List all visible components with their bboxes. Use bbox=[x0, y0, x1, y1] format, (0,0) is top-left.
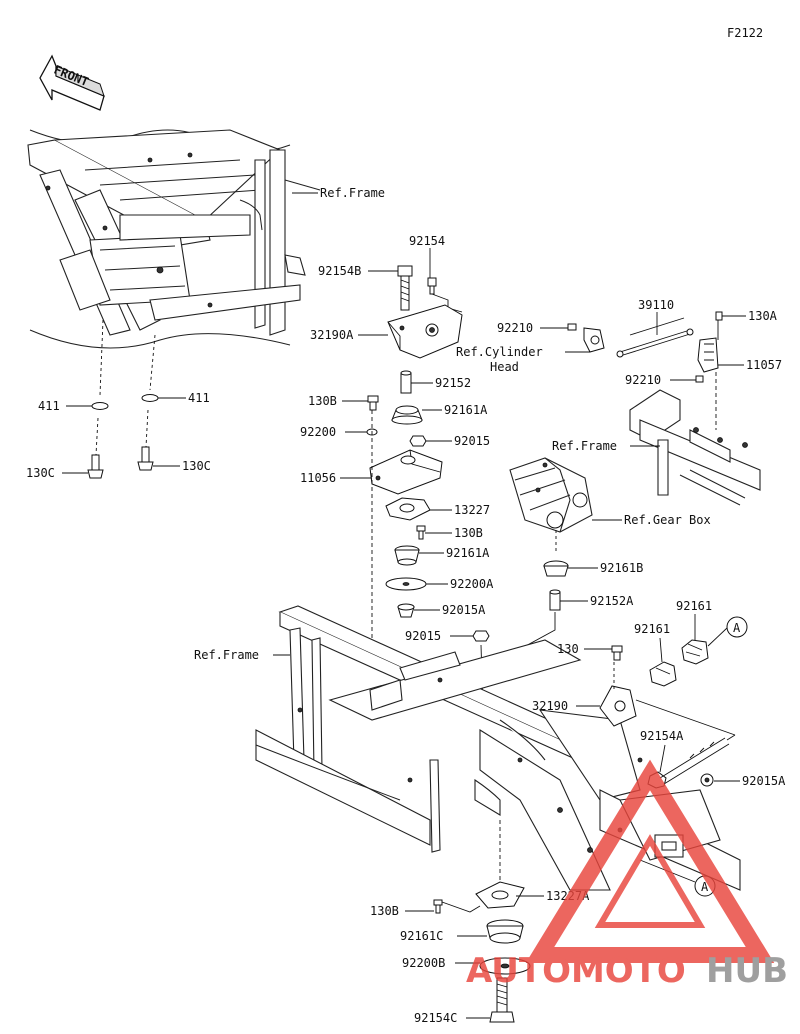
right-frame-drawing bbox=[629, 389, 761, 506]
label-ref-frame-top: Ref.Frame bbox=[320, 186, 385, 200]
upper-left-frame-drawing bbox=[27, 129, 321, 349]
gear-box-drawing bbox=[509, 457, 593, 552]
label-39110: 39110 bbox=[638, 298, 674, 312]
reference-marker-a-top: A bbox=[707, 616, 748, 647]
label-32190: 32190 bbox=[532, 699, 568, 713]
washer-411-left bbox=[91, 402, 109, 410]
front-arrow-icon: FRONT bbox=[39, 54, 105, 111]
label-92154a: 92154A bbox=[640, 729, 684, 743]
label-92015a-right: 92015A bbox=[742, 774, 786, 788]
label-92200a: 92200A bbox=[450, 577, 494, 591]
torque-rod-assembly bbox=[565, 311, 723, 430]
label-92210-top: 92210 bbox=[497, 321, 533, 335]
leader-lines bbox=[62, 192, 746, 1019]
label-130c-left: 130C bbox=[26, 466, 55, 480]
watermark-triangle-icon bbox=[525, 759, 775, 963]
label-11056: 11056 bbox=[300, 471, 336, 485]
watermark-text-automoto: AUTOMOTO bbox=[466, 951, 686, 991]
label-130b-mid: 130B bbox=[454, 526, 483, 540]
label-130b-top: 130B bbox=[308, 394, 337, 408]
label-92152a: 92152A bbox=[590, 594, 634, 608]
label-92154b: 92154B bbox=[318, 264, 361, 278]
label-92154c: 92154C bbox=[414, 1011, 457, 1025]
gear-box-mount-parts bbox=[499, 560, 569, 680]
label-13227: 13227 bbox=[454, 503, 490, 517]
upper-mount-stack bbox=[366, 265, 490, 711]
label-92015-low: 92015 bbox=[405, 629, 441, 643]
label-130c-right: 130C bbox=[182, 459, 211, 473]
label-32190a: 32190A bbox=[310, 328, 354, 342]
bolt-130c-right bbox=[141, 446, 150, 463]
lower-mount-stack bbox=[433, 820, 531, 1023]
main-frame-drawing bbox=[255, 605, 741, 891]
bolt-130c-left bbox=[91, 454, 100, 471]
label-ref-cylinder-head-line1: Ref.Cylinder bbox=[456, 345, 543, 359]
label-92161c: 92161C bbox=[400, 929, 443, 943]
label-11057: 11057 bbox=[746, 358, 782, 372]
label-92161b: 92161B bbox=[600, 561, 643, 575]
svg-text:A: A bbox=[701, 880, 709, 894]
left-mount-bolts bbox=[87, 319, 159, 479]
svg-text:A: A bbox=[733, 621, 741, 635]
label-92154: 92154 bbox=[409, 234, 445, 248]
label-92161a-mid: 92161A bbox=[446, 546, 490, 560]
label-92015-mid: 92015 bbox=[454, 434, 490, 448]
label-92200b: 92200B bbox=[402, 956, 445, 970]
part-labels: Ref.Frame 92154 92154B 32190A 92152 130B… bbox=[26, 186, 786, 1025]
label-92210-low: 92210 bbox=[625, 373, 661, 387]
label-92161-top: 92161 bbox=[676, 599, 712, 613]
label-130: 130 bbox=[557, 642, 579, 656]
figure-code: F2122 bbox=[727, 26, 763, 40]
label-92200: 92200 bbox=[300, 425, 336, 439]
label-92161a-top: 92161A bbox=[444, 403, 488, 417]
label-411-right: 411 bbox=[188, 391, 210, 405]
label-ref-frame-right: Ref.Frame bbox=[552, 439, 617, 453]
label-92152: 92152 bbox=[435, 376, 471, 390]
washer-411-right bbox=[141, 394, 159, 402]
label-92015a-mid: 92015A bbox=[442, 603, 486, 617]
label-411-left: 411 bbox=[38, 399, 60, 413]
label-130b-low: 130B bbox=[370, 904, 399, 918]
label-ref-cylinder-head-line2: Head bbox=[490, 360, 519, 374]
label-ref-frame-main: Ref.Frame bbox=[194, 648, 259, 662]
label-92161-mid: 92161 bbox=[634, 622, 670, 636]
watermark-logo: AUTOMOTO HUB bbox=[466, 759, 788, 991]
label-130a: 130A bbox=[748, 309, 778, 323]
label-ref-gear-box: Ref.Gear Box bbox=[624, 513, 711, 527]
watermark-text-hub: HUB bbox=[706, 951, 788, 991]
